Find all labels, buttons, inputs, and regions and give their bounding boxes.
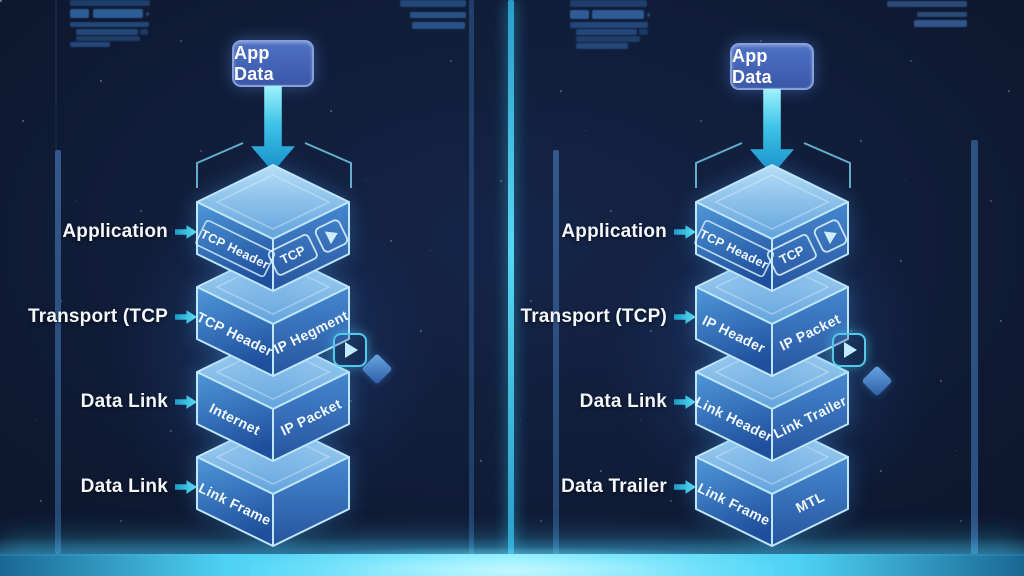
decor-bar	[70, 22, 149, 27]
center-divider-line	[508, 0, 514, 554]
starfield	[0, 0, 1, 1]
cube-right-face	[771, 371, 849, 462]
layer-label: Data Link	[80, 391, 168, 412]
play-button[interactable]	[333, 333, 367, 367]
app-data-box: App Data	[232, 40, 314, 87]
cube-right-face	[272, 371, 350, 462]
layer-label-data-trailer: Data Trailer	[561, 474, 696, 500]
right-arrow-icon	[674, 480, 696, 494]
cube-top-rim	[215, 429, 331, 485]
decor-bar	[647, 13, 650, 17]
layer-label: Application	[62, 221, 168, 242]
decor-bar	[410, 12, 466, 18]
app-data-label: App Data	[234, 42, 274, 84]
decor-bar	[400, 0, 466, 7]
cube-top-rim	[714, 429, 830, 485]
decor-bar	[917, 12, 967, 17]
cube-top-rim	[215, 174, 331, 230]
layer-label: Transport (TCP)	[520, 306, 667, 327]
right-arrow-icon	[175, 310, 197, 324]
decor-bar	[412, 22, 465, 29]
play-icon	[314, 219, 349, 253]
layer-label-data-link-2: Data Link	[81, 474, 197, 500]
layer-label: Data Link	[80, 476, 168, 497]
frame-line	[469, 0, 474, 554]
right-arrow-icon	[674, 225, 696, 239]
frame-line	[971, 140, 978, 554]
play-button[interactable]	[832, 333, 866, 367]
decor-bar	[639, 29, 648, 35]
cube-top-rim	[714, 344, 830, 400]
right-arrow-icon	[175, 395, 197, 409]
decor-bar	[70, 0, 150, 6]
cube-top-rim	[215, 259, 331, 315]
layer-label-transport: Transport (TCP	[28, 304, 197, 330]
frame-line	[553, 150, 559, 554]
cube-right-face	[272, 286, 350, 377]
cube-right-face	[771, 201, 849, 292]
layer-label-data-link: Data Link	[81, 389, 197, 415]
play-icon	[345, 342, 358, 358]
cube-application: TCP Header TCP	[195, 164, 350, 292]
cube-application: TCP Header TCP	[694, 164, 849, 292]
decor-bar	[76, 29, 138, 35]
decor-bar	[914, 20, 967, 27]
right-arrow-icon	[674, 395, 696, 409]
frame-line	[55, 0, 57, 150]
layer-label: Data Trailer	[561, 476, 667, 497]
cube-right-face	[771, 286, 849, 377]
cube-top-rim	[714, 174, 830, 230]
decor-bar	[576, 36, 640, 42]
right-arrow-icon	[175, 480, 197, 494]
cube-top-rim	[714, 259, 830, 315]
layer-label-application: Application	[62, 219, 197, 245]
right-arrow-icon	[175, 225, 197, 239]
decor-bar	[887, 1, 967, 7]
decor-bar	[570, 10, 589, 19]
bracket-decoration	[196, 142, 352, 188]
app-data-label: App Data	[732, 45, 772, 87]
decor-bar	[70, 9, 89, 18]
decor-bar	[576, 43, 628, 49]
layer-label-application: Application	[561, 219, 696, 245]
layer-label-data-link: Data Link	[580, 389, 696, 415]
decor-bar	[576, 29, 637, 35]
decor-bar	[570, 22, 648, 28]
layer-label: Data Link	[579, 391, 667, 412]
cube-right-face	[272, 456, 350, 547]
bracket-decoration	[695, 142, 851, 188]
cube-right-face	[272, 201, 350, 292]
decor-bar	[592, 10, 644, 19]
play-icon	[813, 219, 848, 253]
layer-label: Transport (TCP	[27, 306, 168, 327]
layer-label: Application	[561, 221, 667, 242]
app-data-box: App Data	[730, 43, 814, 90]
diamond-icon	[861, 365, 893, 397]
decor-bar	[93, 9, 143, 18]
bottom-glow-hotspot	[250, 548, 774, 576]
layer-label-transport: Transport (TCP)	[520, 304, 696, 330]
decor-bar	[570, 0, 647, 7]
cube-top-rim	[215, 344, 331, 400]
play-icon	[844, 342, 857, 358]
decor-bar	[146, 12, 149, 16]
decor-bar	[76, 36, 140, 41]
cube-right-face	[771, 456, 849, 547]
right-arrow-icon	[674, 310, 696, 324]
frame-line	[55, 150, 61, 554]
decor-bar	[70, 42, 110, 47]
decor-bar	[140, 29, 148, 35]
starfield	[0, 0, 2, 2]
